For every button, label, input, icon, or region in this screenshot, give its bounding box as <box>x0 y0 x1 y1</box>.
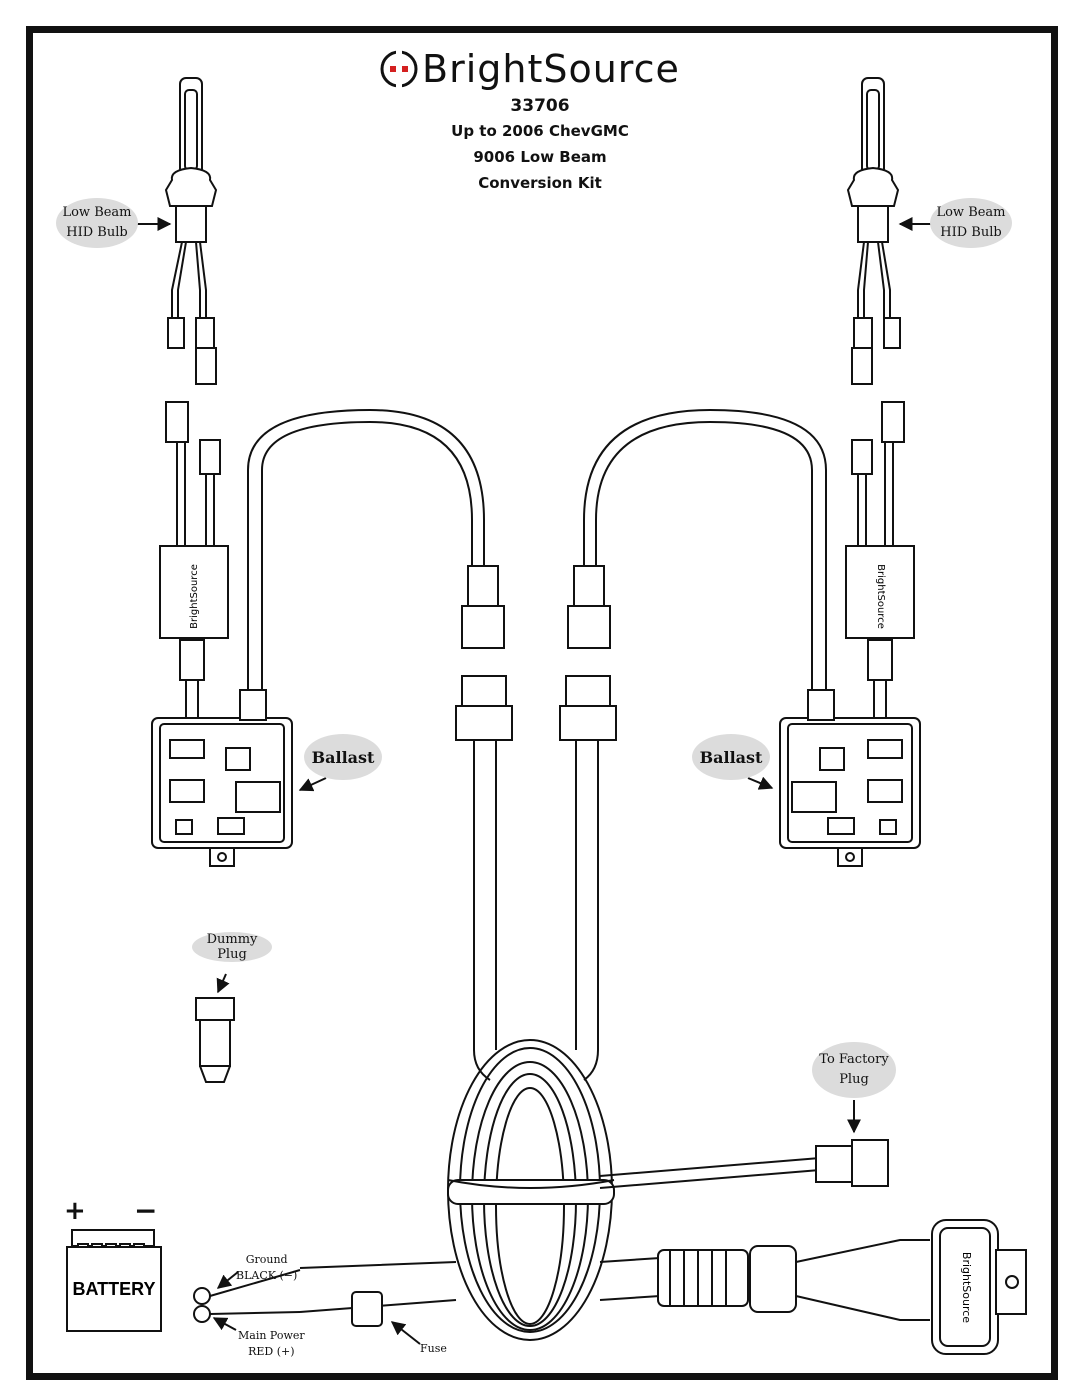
power-label: Main Power RED (+) <box>238 1329 305 1358</box>
left-ballast-label: Ballast <box>304 734 382 780</box>
diagram-frame <box>26 26 1058 1380</box>
brand-name: BrightSource <box>422 47 680 91</box>
relay-brand: BrightSource <box>960 1251 974 1323</box>
title-line-1: Up to 2006 ChevGMC <box>451 122 629 140</box>
fuse-label: Fuse <box>420 1342 447 1355</box>
right-module-brand: BrightSource <box>874 563 886 629</box>
right-ballast-label: Ballast <box>692 734 770 780</box>
right-hid-bulb <box>846 77 901 385</box>
factory-plug <box>599 1139 889 1189</box>
right-harness-connector <box>559 565 617 1081</box>
left-module-brand: BrightSource <box>188 563 200 629</box>
brand-logo-icon <box>380 48 418 90</box>
left-bulb-label: Low Beam HID Bulb <box>56 198 138 248</box>
inline-fuse <box>351 1291 383 1327</box>
right-bulb-label: Low Beam HID Bulb <box>930 198 1012 248</box>
battery-minus: − <box>134 1194 158 1227</box>
part-number: 33706 <box>510 96 570 116</box>
right-ballast-assembly <box>583 401 921 867</box>
left-harness-connector <box>455 565 513 1081</box>
brand-logo: BrightSource <box>376 46 680 92</box>
factory-plug-label: To Factory Plug <box>812 1042 896 1098</box>
ring-terminals <box>193 1269 301 1323</box>
ground-label: Ground BLACK (−) <box>236 1253 298 1282</box>
left-ballast-assembly <box>151 401 485 867</box>
left-hid-bulb <box>164 77 218 385</box>
title-line-3: Conversion Kit <box>478 174 602 192</box>
dummy-plug-label: Dummy Plug <box>192 932 272 962</box>
battery: BATTERY <box>66 1246 162 1332</box>
relay-harness <box>299 1219 1027 1355</box>
callout-arrows <box>134 217 936 1345</box>
coiled-harness <box>447 1039 615 1341</box>
title-line-2: 9006 Low Beam <box>473 148 607 166</box>
dummy-plug <box>195 997 235 1083</box>
battery-plus: + <box>64 1196 86 1226</box>
